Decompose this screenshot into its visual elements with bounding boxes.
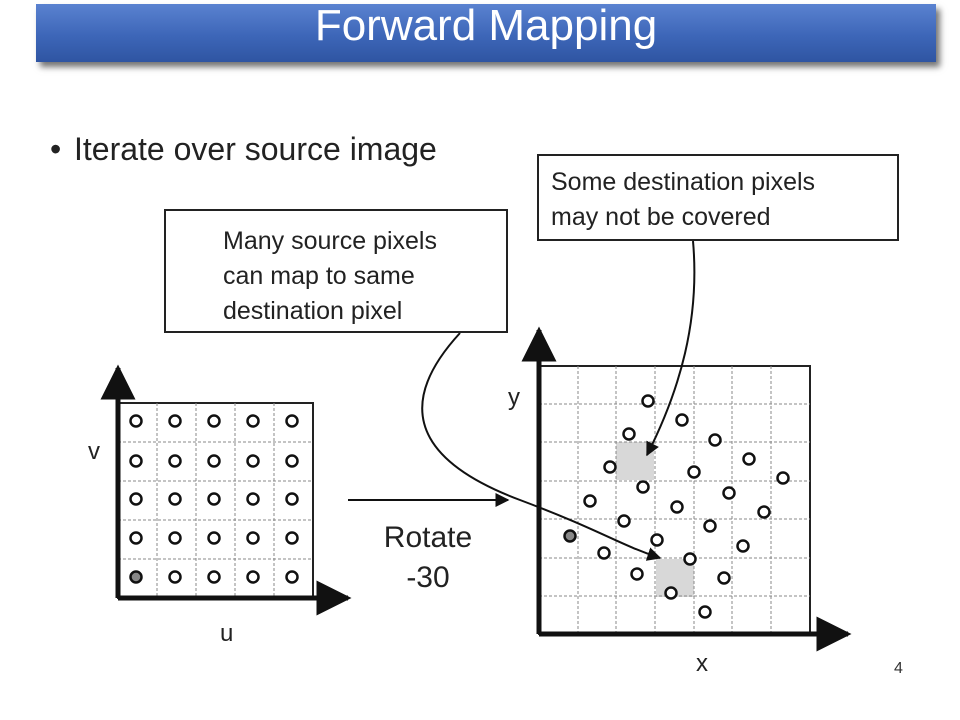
source-pixel [285, 570, 299, 584]
callout-many-line2: can map to same [223, 262, 415, 290]
callout-some-line2: may not be covered [551, 203, 771, 231]
source-pixel [129, 492, 143, 506]
destination-pixel [641, 394, 655, 408]
source-pixels [129, 414, 299, 584]
page-number: 4 [894, 660, 903, 677]
source-pixel [246, 531, 260, 545]
destination-pixel [717, 571, 731, 585]
source-pixel [168, 454, 182, 468]
destination-pixels [563, 394, 790, 619]
source-pixel [168, 414, 182, 428]
slide-title: Forward Mapping [314, 1, 658, 50]
source-pixel [207, 454, 221, 468]
destination-pixel [757, 505, 771, 519]
source-pixel [246, 570, 260, 584]
callout-many-line1: Many source pixels [223, 227, 437, 255]
destination-pixel [698, 605, 712, 619]
destination-pixel [683, 552, 697, 566]
destination-pixel-highlight [563, 529, 577, 543]
source-pixel [246, 414, 260, 428]
rotate-word: Rotate [383, 521, 473, 554]
source-pixel [207, 492, 221, 506]
destination-pixel [736, 539, 750, 553]
destination-pixel [670, 500, 684, 514]
source-pixel [207, 414, 221, 428]
destination-pixel [622, 427, 636, 441]
destination-pixel [636, 480, 650, 494]
source-pixel [207, 570, 221, 584]
destination-pixel [630, 567, 644, 581]
not-covered-arrow [646, 240, 696, 457]
source-pixel [129, 454, 143, 468]
callout-some-line1: Some destination pixels [551, 168, 816, 196]
source-pixel [168, 492, 182, 506]
source-pixel [207, 531, 221, 545]
bullet-dot: • [50, 131, 62, 167]
destination-pixel [675, 413, 689, 427]
source-pixel-highlight [129, 570, 143, 584]
source-pixel [285, 454, 299, 468]
source-pixel [129, 531, 143, 545]
source-pixel [285, 492, 299, 506]
u-axis-label: u [220, 620, 234, 647]
bullet-item: • Iterate over source image [50, 131, 437, 168]
destination-pixel [687, 465, 701, 479]
destination-pixel [722, 486, 736, 500]
title-bar: Forward Mapping [36, 1, 936, 62]
destination-pixel [776, 471, 790, 485]
source-pixel [246, 492, 260, 506]
source-pixel [285, 531, 299, 545]
destination-pixel [597, 546, 611, 560]
source-pixel [168, 570, 182, 584]
many-to-one-arrow [421, 332, 662, 561]
v-axis-label: v [88, 438, 100, 465]
destination-pixel [617, 514, 631, 528]
x-axis-label: x [696, 650, 708, 677]
source-pixel [129, 414, 143, 428]
y-axis-label: y [508, 384, 520, 411]
destination-pixel [703, 519, 717, 533]
callout-many-to-one: Many source pixels can map to same desti… [164, 209, 508, 333]
destination-pixel [583, 494, 597, 508]
source-pixel [246, 454, 260, 468]
uncovered-cell-upper [616, 442, 654, 480]
bullet-text: Iterate over source image [74, 131, 437, 167]
destination-pixel [603, 460, 617, 474]
rotate-label: Rotate -30 [366, 518, 490, 598]
source-pixel [168, 531, 182, 545]
callout-many-line3: destination pixel [223, 297, 403, 325]
destination-pixel [742, 452, 756, 466]
source-pixel [285, 414, 299, 428]
rotate-angle: -30 [406, 561, 450, 594]
destination-pixel [664, 586, 678, 600]
destination-pixel [708, 433, 722, 447]
callout-not-covered: Some destination pixels may not be cover… [537, 154, 899, 241]
destination-pixel [650, 533, 664, 547]
